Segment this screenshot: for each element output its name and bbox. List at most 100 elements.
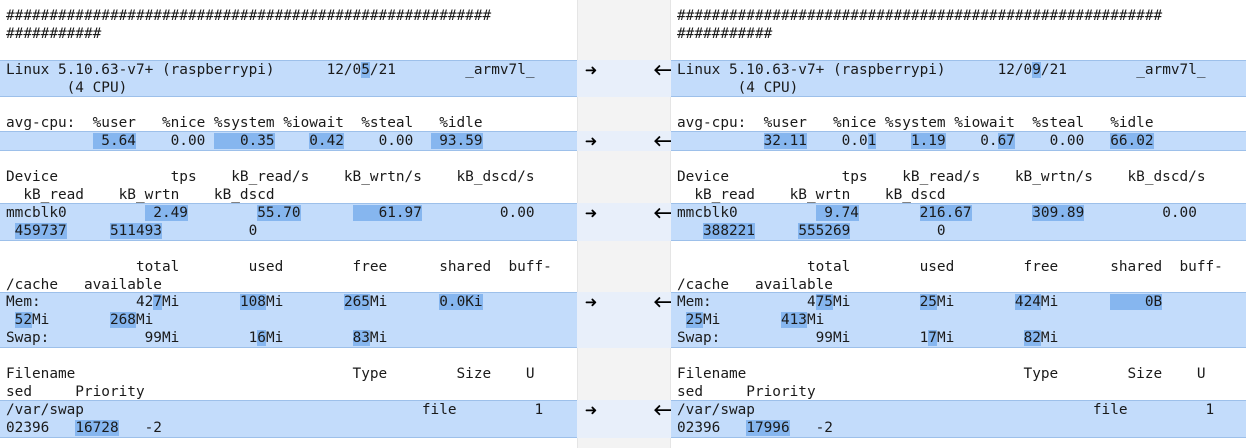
changed-text: 108 — [239, 294, 266, 311]
line-text — [301, 205, 353, 221]
line-text: Mi — [369, 330, 388, 347]
header-diff-block — [0, 59, 577, 98]
line-text: -2 — [118, 419, 162, 436]
line-text: 0.0 — [806, 133, 868, 150]
changed-text: 309.89 — [1032, 204, 1085, 221]
text-line: /var/swap file 1 — [6, 401, 543, 419]
cpu-diff-block — [671, 131, 1246, 152]
changed-text: 67 — [997, 133, 1015, 150]
arrow-left-icon[interactable]: 🡐 — [653, 293, 693, 311]
diff-gutter: ➜ 🡐 ➜ 🡐 ➜ 🡐 ➜ 🡐 ➜ 🡐 — [577, 0, 693, 448]
line-text: mmcblk0 — [6, 204, 145, 221]
line-text — [677, 223, 703, 239]
arrow-right-icon[interactable]: ➜ — [584, 203, 598, 222]
text-line: /cache available — [6, 276, 162, 294]
text-line: 02396 16728 -2 — [6, 419, 162, 437]
text-line: kB_read kB_wrtn kB_dscd — [677, 186, 945, 204]
text-line: avg-cpu: %user %nice %system %iowait %st… — [6, 114, 483, 132]
text-line: /var/swap file 1 — [677, 401, 1214, 419]
line-text: Mi — [369, 294, 440, 311]
changed-text: 5.64 — [92, 133, 136, 150]
line-text — [6, 312, 15, 328]
changed-text: 0.35 — [213, 133, 275, 150]
changed-text: 424 — [1014, 294, 1041, 311]
line-text: Linux 5.10.63-v7+ (raspberrypi) 12/0 — [677, 61, 1033, 78]
arrow-right-icon[interactable]: ➜ — [584, 60, 598, 79]
line-text: 0.00 — [421, 204, 535, 221]
line-text — [188, 205, 257, 221]
line-text: ########################################… — [677, 8, 1163, 24]
gutter-change-strip — [577, 131, 671, 152]
arrow-left-icon[interactable]: 🡐 — [653, 61, 693, 79]
gutter-change-strip — [577, 202, 671, 241]
line-text: Mem: 4 — [677, 294, 816, 311]
arrow-left-icon[interactable]: 🡐 — [653, 204, 693, 222]
line-text: Mi — [265, 294, 344, 311]
arrow-right-icon[interactable]: ➜ — [584, 293, 598, 312]
line-text — [876, 133, 911, 149]
arrow-right-icon[interactable]: ➜ — [584, 132, 598, 151]
line-text: /var/swap file 1 — [677, 401, 1215, 418]
line-text: ########### — [677, 25, 773, 42]
changed-text: 16728 — [75, 419, 119, 436]
line-text: 02396 — [6, 419, 76, 436]
changed-text: 0B — [1110, 294, 1163, 311]
line-text: sed Priority — [677, 383, 816, 400]
changed-text: 52 — [14, 312, 32, 329]
changed-text: 511493 — [109, 222, 162, 239]
text-line: mmcblk0 9.74 216.67 309.89 0.00 — [677, 204, 1197, 222]
line-text: 0.00 — [1014, 133, 1111, 150]
text-line: Linux 5.10.63-v7+ (raspberrypi) 12/05/21… — [6, 61, 535, 79]
changed-text: 66.02 — [1110, 133, 1154, 150]
changed-text: 0.0Ki — [439, 294, 483, 311]
line-text: Linux 5.10.63-v7+ (raspberrypi) 12/0 — [6, 61, 362, 78]
changed-text: 388221 — [703, 222, 755, 239]
changed-text: 93.59 — [430, 133, 483, 150]
line-text: Mi — [32, 312, 110, 329]
text-line: ########### — [6, 25, 101, 43]
line-text: total used free shared buff- — [6, 258, 552, 275]
line-text: kB_read kB_wrtn kB_dscd — [6, 187, 275, 203]
arrow-right-icon[interactable]: ➜ — [584, 400, 598, 419]
changed-text: 5 — [361, 61, 370, 78]
changed-text: 268 — [109, 312, 136, 329]
line-text: Mi — [161, 294, 240, 311]
arrow-left-icon[interactable]: 🡐 — [653, 132, 693, 150]
text-line: Device tps kB_read/s kB_wrtn/s kB_dscd/s — [677, 168, 1206, 186]
line-text: (4 CPU) — [6, 79, 128, 96]
text-line: Mem: 427Mi 108Mi 265Mi 0.0Ki — [6, 293, 483, 311]
line-text: (4 CPU) — [677, 79, 799, 96]
line-text: Mi — [135, 312, 154, 329]
changed-text: 413 — [780, 312, 807, 329]
changed-text: 61.97 — [352, 204, 422, 221]
text-line: Filename Type Size U — [6, 365, 535, 383]
text-line: 459737 511493 0 — [6, 222, 257, 240]
line-text: /21 _armv7l_ — [1040, 61, 1206, 78]
line-text — [859, 205, 920, 221]
line-text: total used free shared buff- — [677, 258, 1223, 275]
text-line: 388221 555269 0 — [677, 222, 946, 240]
line-text — [677, 133, 764, 149]
changed-text: 459737 — [14, 222, 67, 239]
right-file-pane[interactable]: ########################################… — [671, 0, 1246, 448]
changed-text: 1 — [867, 133, 877, 150]
text-line: total used free shared buff- — [6, 258, 552, 276]
line-text: Filename Type Size U — [6, 366, 535, 382]
text-line: (4 CPU) — [677, 79, 799, 97]
line-text: 0.00 — [343, 133, 431, 150]
line-text: Mi — [806, 312, 825, 329]
line-text — [67, 223, 110, 239]
changed-text: 2.49 — [144, 204, 188, 221]
left-file-pane[interactable]: ########################################… — [0, 0, 577, 448]
line-text: -2 — [789, 419, 833, 436]
changed-text: 6 — [257, 330, 266, 347]
line-text: Mem: 42 — [6, 294, 154, 311]
changed-text: 0.42 — [309, 133, 344, 150]
changed-text: 82 — [1023, 330, 1041, 347]
line-text: 0. — [945, 133, 998, 150]
line-text: Mi — [936, 330, 1024, 347]
line-text: Mi — [936, 294, 1015, 311]
arrow-left-icon[interactable]: 🡐 — [653, 401, 693, 419]
text-line: Linux 5.10.63-v7+ (raspberrypi) 12/09/21… — [677, 61, 1206, 79]
changed-text: 83 — [352, 330, 370, 347]
